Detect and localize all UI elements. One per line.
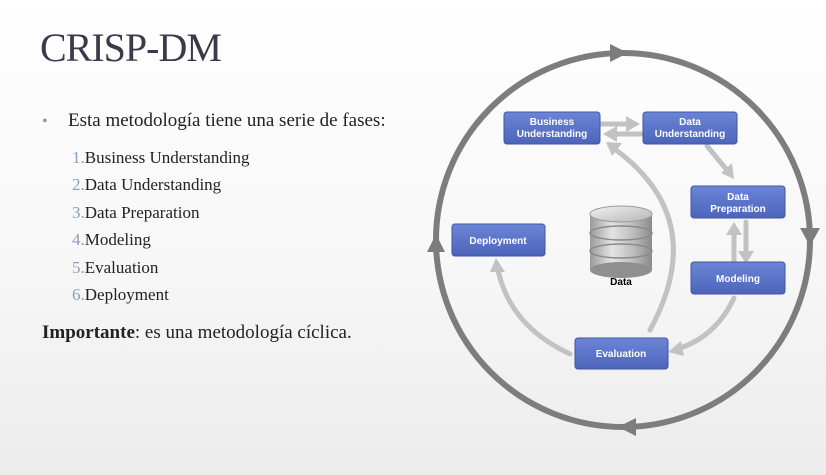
cycle-arrowhead-right [800,228,820,246]
arrow-evaluation-to-deployment [495,267,573,357]
box-business-understanding-line1: Business [530,117,575,128]
phase-list: 1.Business Understanding 2.Data Understa… [72,147,250,311]
box-business-understanding-line2: Understanding [517,129,588,140]
intro-bullet-text: Esta metodología tiene una serie de fase… [68,110,386,131]
phase-number: 1. [72,148,85,167]
phase-label: Data Preparation [84,202,200,222]
database-icon [589,205,653,278]
phase-item: 1.Business Understanding [72,147,250,174]
arrow-evaluation-to-business [613,147,676,333]
arrowhead [490,258,505,272]
box-data-preparation-line1: Data [727,192,749,203]
cycle-arrowhead-top [610,44,628,62]
arrowhead [626,116,640,132]
box-evaluation-label: Evaluation [596,349,647,360]
important-text: : es una metodología cíclica. [134,322,352,343]
cycle-arrowhead-left [427,234,445,252]
box-data-understanding: Data Understanding [642,111,738,145]
cycle-arrowhead-bottom [618,418,636,436]
arrowhead [721,163,734,179]
box-data-understanding-line2: Understanding [655,129,726,140]
slide-title: CRISP-DM [40,25,222,70]
phase-label: Deployment [84,284,169,304]
phase-item: 6.Deployment [72,284,250,311]
important-label: Importante [42,322,135,343]
arrow-data-understanding-to-preparation [704,143,730,173]
arrowhead [603,126,617,142]
intro-bullet: • Esta metodología tiene una serie de fa… [42,110,386,132]
box-modeling-label: Modeling [716,274,760,285]
bullet-dot: • [42,113,48,130]
phase-number: 5. [72,257,85,277]
box-modeling: Modeling [690,261,786,295]
phase-label: Data Understanding [84,175,222,195]
phase-number: 2. [72,175,85,195]
box-business-understanding: Business Understanding [503,111,601,145]
important-note: Importante: es una metodología cíclica. [42,322,352,344]
arrowhead [606,142,622,156]
arrowhead [668,341,684,356]
box-data-preparation-line2: Preparation [710,204,766,215]
phase-label: Modeling [84,230,151,250]
phase-item: 4.Modeling [72,229,250,256]
phase-number: 4. [72,230,85,250]
box-deployment-label: Deployment [469,236,527,247]
phase-number: 3. [72,202,85,222]
box-evaluation: Evaluation [574,337,669,370]
phase-item: 3.Data Preparation [72,202,250,229]
arrowhead [726,222,742,235]
arrowhead [738,251,754,264]
phase-item: 5.Evaluation [72,257,250,284]
data-label: Data [610,277,632,288]
phase-label: Business Understanding [84,148,250,167]
box-data-understanding-line1: Data [679,117,701,128]
phase-number: 6. [72,284,85,304]
arrow-modeling-to-evaluation [677,295,737,351]
phase-label: Evaluation [84,257,159,277]
box-data-preparation: Data Preparation [690,185,786,219]
box-deployment: Deployment [451,223,546,257]
phase-item: 2.Data Understanding [72,174,250,201]
